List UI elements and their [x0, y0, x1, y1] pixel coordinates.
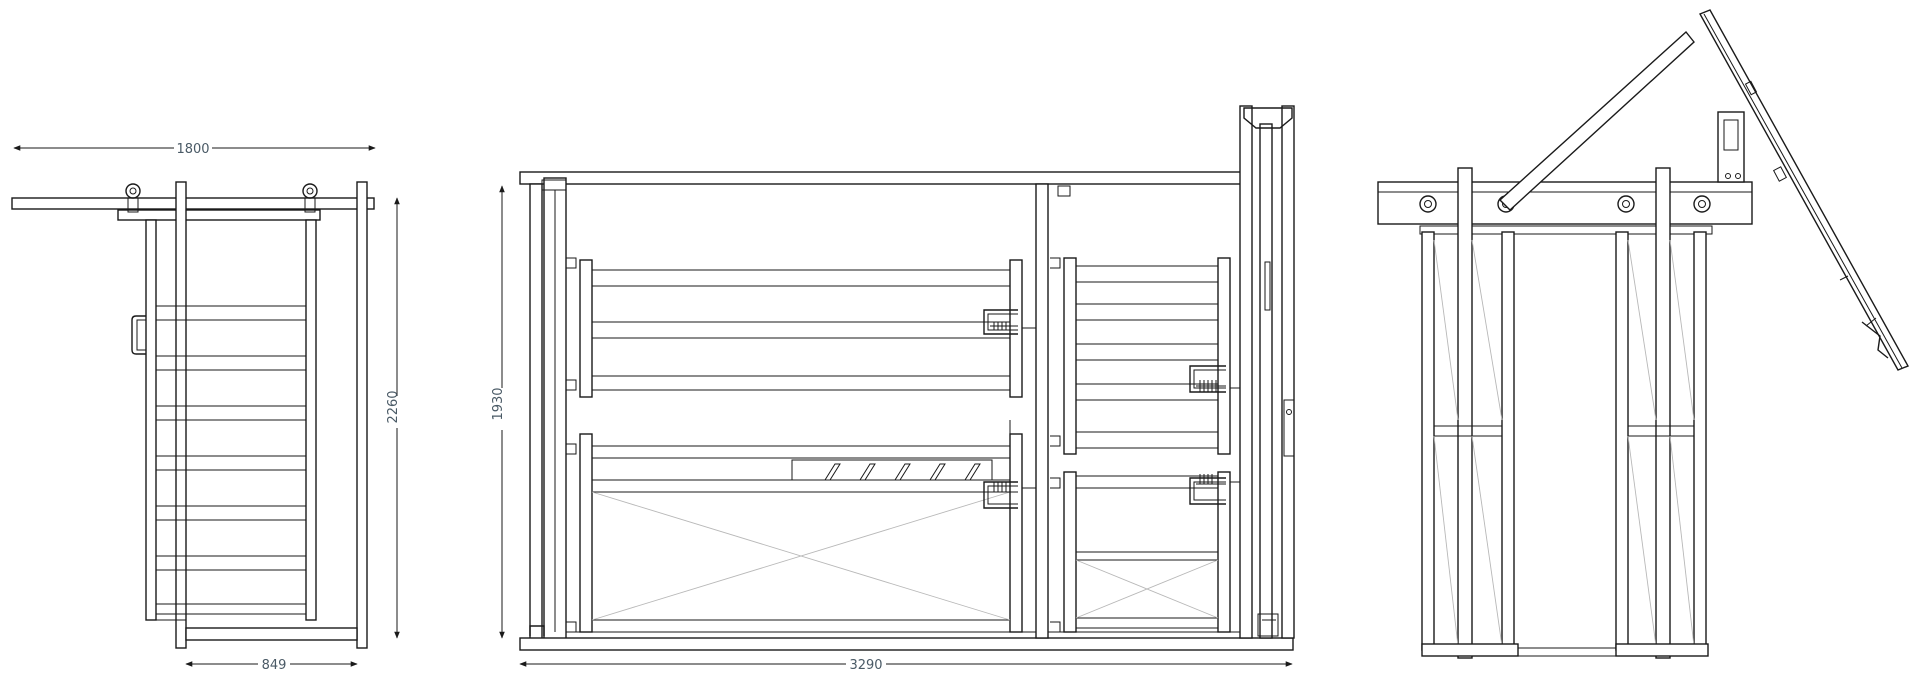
- side-top-rail: [11, 197, 375, 210]
- side-bottom-rail: [185, 627, 358, 641]
- end-cage-right: [1615, 167, 1709, 659]
- front-latch-middle: [983, 481, 1036, 509]
- side-hinge-left: [125, 183, 141, 213]
- end-raised-arm: [1498, 30, 1695, 211]
- front-gate-upper-right: [1050, 257, 1231, 455]
- front-top-rail: [519, 171, 1243, 185]
- front-height-label: 1930: [491, 387, 506, 420]
- side-view: 1800: [11, 142, 401, 673]
- side-top-plate: [117, 209, 321, 221]
- side-width-label: 1800: [176, 142, 209, 157]
- front-gate-upper-left: [566, 257, 1023, 398]
- side-depth-dimension: 849: [185, 658, 358, 673]
- front-middle-post: [1035, 183, 1049, 639]
- end-view: [1377, 9, 1909, 659]
- front-gate-lower-right: [1050, 471, 1231, 633]
- front-length-label: 3290: [849, 658, 882, 673]
- front-bottom-rail: [519, 637, 1294, 651]
- front-left-post-a: [529, 183, 543, 641]
- front-latch-right-lower: [1189, 474, 1240, 505]
- front-height-dimension: 1930: [491, 185, 506, 639]
- end-top-beam: [1377, 181, 1753, 225]
- end-swing-gate: [1699, 9, 1909, 371]
- front-latch-upper: [983, 309, 1036, 335]
- front-foot-bracket: [529, 625, 545, 636]
- side-post-1: [145, 219, 157, 621]
- side-slats: [155, 305, 307, 615]
- side-depth-label: 849: [262, 658, 287, 673]
- front-gate-lower-left: [566, 420, 1023, 633]
- side-post-3: [305, 219, 317, 621]
- side-width-dimension: 1800: [13, 142, 376, 157]
- front-view: 1930: [491, 105, 1295, 673]
- side-hinge-right: [302, 183, 318, 213]
- end-cage-left: [1421, 167, 1519, 659]
- side-post-4: [356, 181, 368, 649]
- side-post-2: [175, 181, 187, 649]
- side-height-label: 2260: [386, 390, 401, 423]
- side-height-dimension: 2260: [386, 197, 401, 639]
- front-latch-right-upper: [1189, 365, 1240, 393]
- side-handle: [131, 315, 146, 355]
- front-length-dimension: 3290: [519, 658, 1293, 673]
- front-right-posts: [1239, 105, 1295, 639]
- end-bracket: [1717, 111, 1745, 183]
